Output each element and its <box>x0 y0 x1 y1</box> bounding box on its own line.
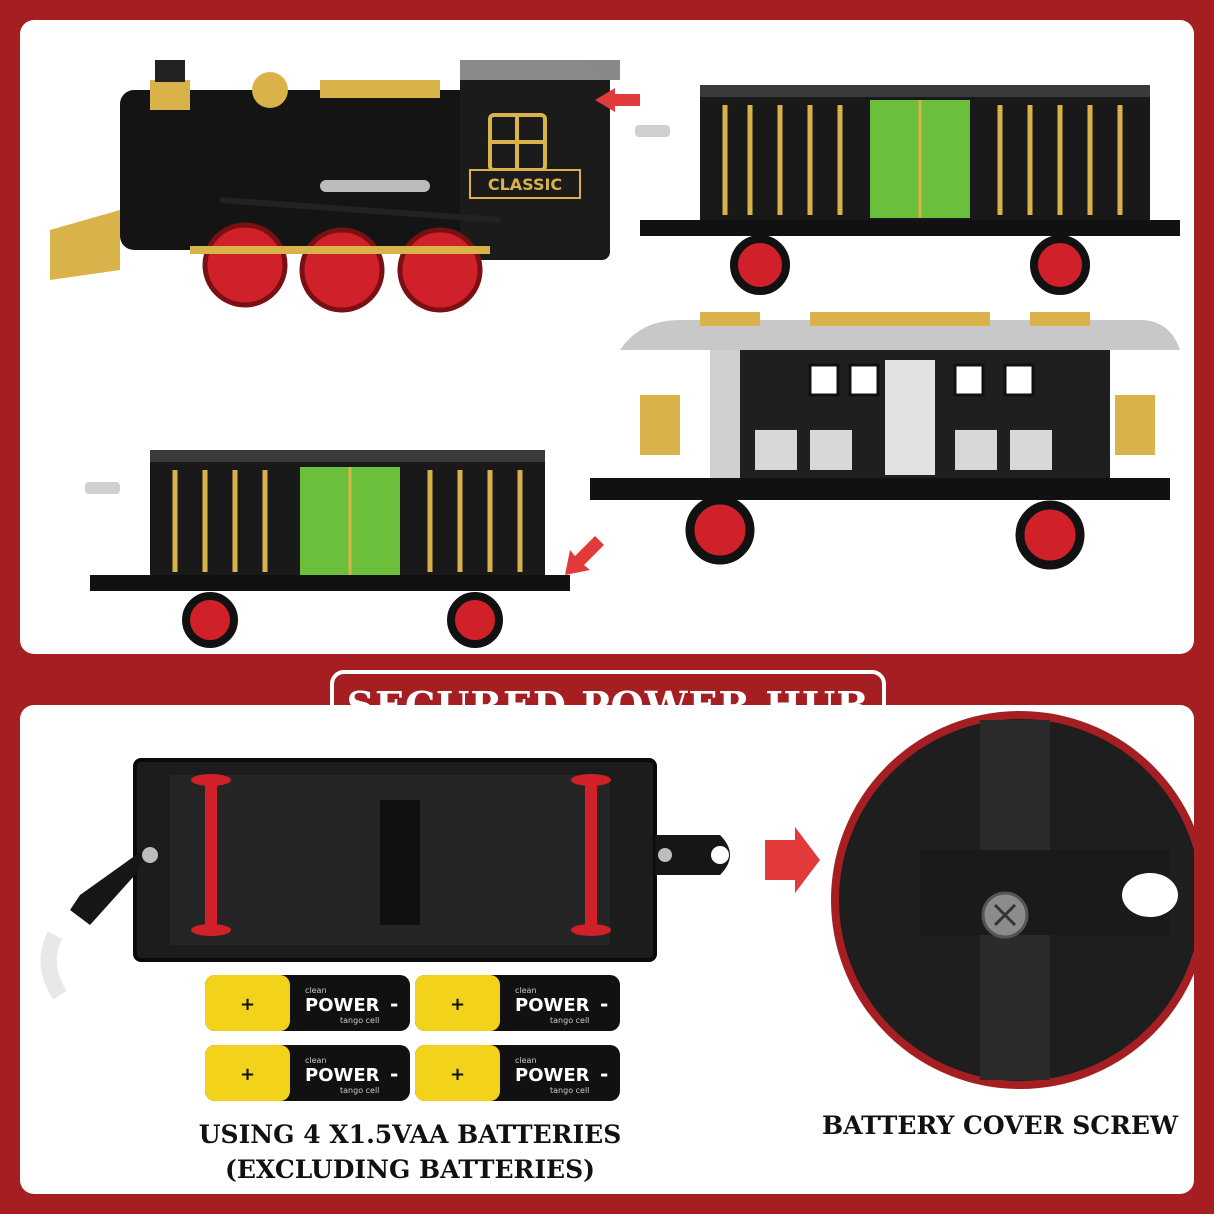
locomotive: CLASSIC <box>50 60 620 313</box>
svg-text:+: + <box>450 994 465 1015</box>
boxcar-bottom <box>85 450 570 648</box>
svg-text:POWER: POWER <box>515 995 590 1016</box>
battery: + clean POWER tango cell - <box>415 975 620 1031</box>
batteries-caption-line2: (EXCLUDING BATTERIES) <box>225 1155 595 1184</box>
locomotive-plate: CLASSIC <box>488 175 562 194</box>
svg-text:tango cell: tango cell <box>340 1016 379 1025</box>
svg-text:-: - <box>390 992 398 1016</box>
svg-text:+: + <box>240 994 255 1015</box>
boxcar-top <box>635 85 1180 295</box>
batteries: + clean POWER tango cell - + clean POWER… <box>205 975 620 1101</box>
battery: + clean POWER tango cell - <box>205 1045 410 1101</box>
batteries-caption-line1: USING 4 X1.5VAA BATTERIES <box>198 1120 622 1149</box>
battery: + clean POWER tango cell - <box>415 1045 620 1101</box>
svg-text:POWER: POWER <box>515 1065 590 1086</box>
svg-text:POWER: POWER <box>305 1065 380 1086</box>
svg-text:clean: clean <box>515 1056 537 1065</box>
power-hub-illustration: + clean POWER tango cell - + clean POWER… <box>40 711 1194 1101</box>
power-hub-panel: + clean POWER tango cell - + clean POWER… <box>20 705 1194 1194</box>
svg-text:clean: clean <box>515 986 537 995</box>
svg-text:-: - <box>390 1062 398 1086</box>
svg-text:tango cell: tango cell <box>340 1086 379 1095</box>
arrow-right-icon <box>765 827 820 893</box>
arrow-down-left-icon <box>565 536 604 575</box>
svg-text:+: + <box>240 1064 255 1085</box>
svg-text:-: - <box>600 992 608 1016</box>
train-cars-panel: CLASSIC <box>20 20 1194 654</box>
svg-text:clean: clean <box>305 986 327 995</box>
svg-text:clean: clean <box>305 1056 327 1065</box>
svg-text:tango cell: tango cell <box>550 1016 589 1025</box>
svg-text:-: - <box>600 1062 608 1086</box>
arrow-left-icon <box>595 88 640 112</box>
train-illustration: CLASSIC <box>50 60 1180 648</box>
screw-caption: BATTERY COVER SCREW <box>821 1111 1179 1140</box>
battery: + clean POWER tango cell - <box>205 975 410 1031</box>
svg-text:tango cell: tango cell <box>550 1086 589 1095</box>
svg-text:POWER: POWER <box>305 995 380 1016</box>
car-underside <box>40 758 730 1000</box>
passenger-car <box>590 312 1180 570</box>
screw-detail-view <box>831 711 1194 1089</box>
svg-text:+: + <box>450 1064 465 1085</box>
batteries-caption: USING 4 X1.5VAA BATTERIES (EXCLUDING BAT… <box>180 1117 640 1187</box>
